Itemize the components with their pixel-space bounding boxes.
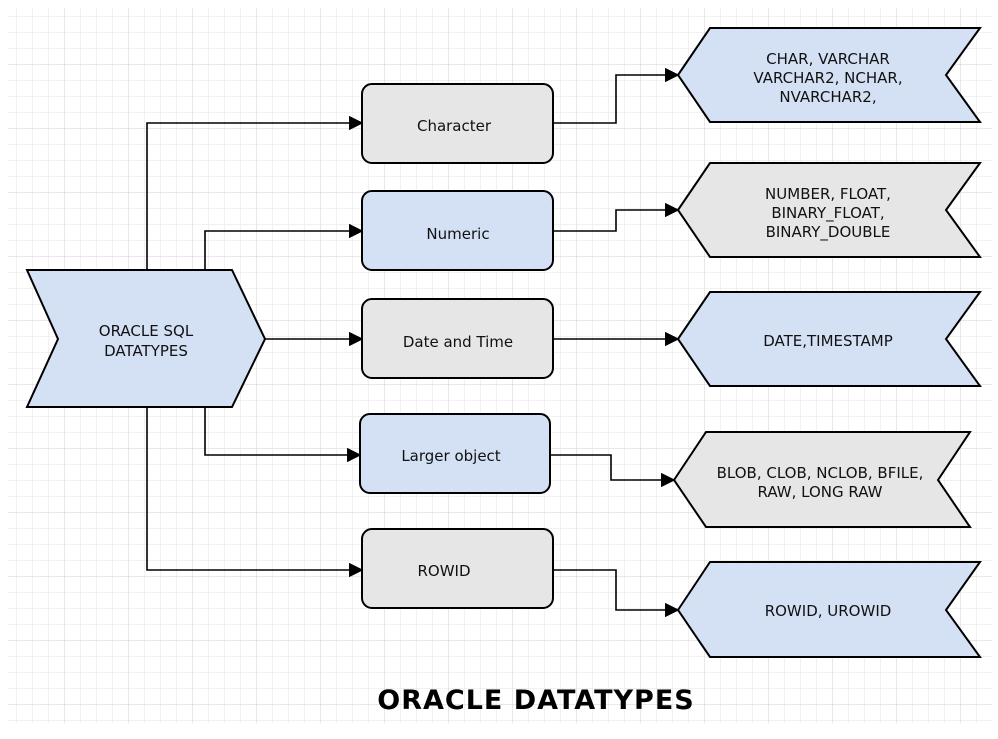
- connector-character-types: [553, 67, 680, 124]
- category-numeric: Numeric: [361, 190, 554, 271]
- connector-rowid: [146, 407, 364, 578]
- connector-rowid-types: [553, 569, 680, 618]
- category-character: Character: [361, 83, 554, 164]
- root-label-line2: DATATYPES: [104, 342, 188, 360]
- types-date-time: DATE,TIMESTAMP: [676, 291, 982, 387]
- connector-numeric: [204, 223, 364, 270]
- types-line: CHAR, VARCHAR: [766, 50, 890, 68]
- types-character: CHAR, VARCHAR VARCHAR2, NCHAR, NVARCHAR2…: [676, 27, 982, 123]
- types-line: VARCHAR2, NCHAR,: [753, 69, 902, 87]
- category-box: [361, 298, 554, 379]
- types-shape: [676, 561, 982, 658]
- category-date-time: Date and Time: [361, 298, 554, 379]
- types-shape: [676, 27, 982, 123]
- category-box: [361, 83, 554, 164]
- types-line: DATE,TIMESTAMP: [763, 332, 893, 350]
- category-rowid: ROWID: [361, 528, 554, 609]
- types-rowid: ROWID, UROWID: [676, 561, 982, 658]
- types-line: RAW, LONG RAW: [758, 483, 883, 501]
- category-box: [361, 528, 554, 609]
- types-line: ROWID, UROWID: [765, 602, 892, 620]
- connector-numeric-types: [553, 202, 680, 232]
- types-line: NUMBER, FLOAT,: [765, 185, 891, 203]
- category-box: [361, 190, 554, 271]
- connector-lob: [204, 407, 362, 463]
- types-line: BINARY_FLOAT,: [771, 204, 884, 223]
- connector-lob-types: [550, 454, 676, 488]
- root-label-line1: ORACLE SQL: [99, 322, 194, 340]
- category-label: Date and Time: [403, 333, 513, 351]
- category-label: ROWID: [417, 562, 470, 580]
- category-label: Numeric: [426, 225, 489, 243]
- category-larger-object: Larger object: [359, 413, 551, 494]
- category-box: [359, 413, 551, 494]
- diagram-caption: ORACLE DATATYPES: [377, 685, 694, 716]
- category-label: Larger object: [401, 447, 500, 465]
- root-shape: [25, 269, 267, 408]
- types-shape: [672, 431, 972, 528]
- types-numeric: NUMBER, FLOAT, BINARY_FLOAT, BINARY_DOUB…: [676, 162, 982, 258]
- types-line: NVARCHAR2,: [779, 88, 876, 106]
- types-larger-object: BLOB, CLOB, NCLOB, BFILE, RAW, LONG RAW: [672, 431, 972, 528]
- connectors: [146, 67, 680, 618]
- connector-character: [146, 115, 364, 270]
- root-node: ORACLE SQL DATATYPES: [25, 269, 267, 408]
- types-line: BLOB, CLOB, NCLOB, BFILE,: [717, 464, 924, 482]
- category-label: Character: [417, 117, 492, 135]
- types-line: BINARY_DOUBLE: [766, 223, 891, 242]
- types-shape: [676, 162, 982, 258]
- types-shape: [676, 291, 982, 387]
